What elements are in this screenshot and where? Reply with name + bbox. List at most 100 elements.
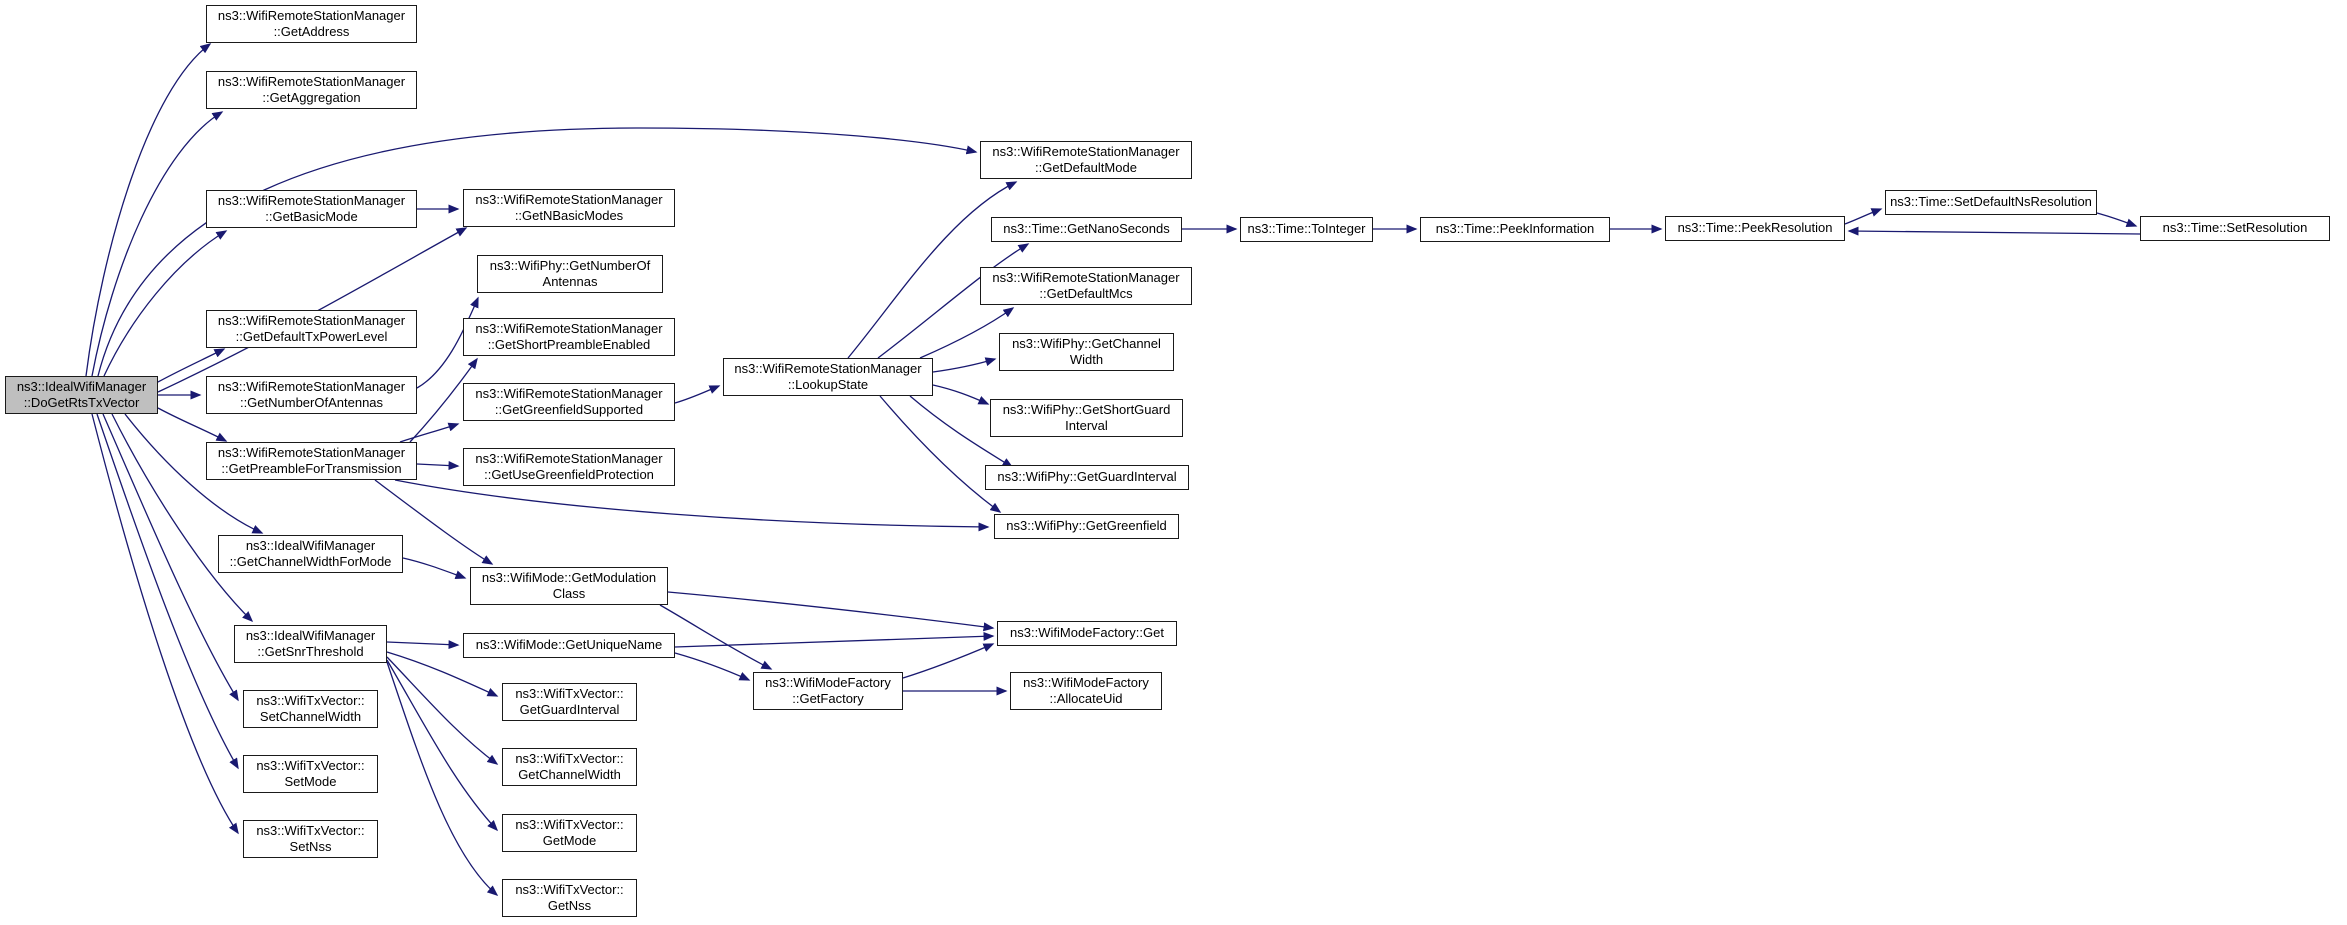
node-label-line: ns3::WifiRemoteStationManager: [475, 385, 663, 401]
node-label-line: Antennas: [542, 274, 598, 289]
node-get-greenfield-supported[interactable]: ns3::WifiRemoteStationManager::GetGreenf…: [463, 383, 675, 421]
node-label-line: ns3::WifiMode::GetModulation: [481, 569, 657, 585]
node-label-line: ::GetSnrThreshold: [257, 644, 364, 659]
edge-get-snr-threshold-to-get-unique-name: [386, 640, 460, 650]
node-label-line: ns3::WifiRemoteStationManager: [734, 360, 922, 376]
node-time-get-nano-seconds[interactable]: ns3::Time::GetNanoSeconds: [991, 217, 1182, 242]
node-set-mode[interactable]: ns3::WifiTxVector::SetMode: [243, 755, 378, 793]
node-label-line: ns3::Time::PeekResolution: [1677, 220, 1833, 236]
node-allocate-uid[interactable]: ns3::WifiModeFactory::AllocateUid: [1010, 672, 1162, 710]
node-get-factory[interactable]: ns3::WifiModeFactory::GetFactory: [753, 672, 903, 710]
edge-get-unique-name-to-factory-get: [674, 631, 995, 648]
node-get-number-of-antennas[interactable]: ns3::WifiRemoteStationManager::GetNumber…: [206, 376, 417, 414]
node-label-line: Width: [1069, 352, 1104, 367]
node-label-line: ::GetDefaultMode: [1035, 160, 1137, 175]
node-get-default-mcs[interactable]: ns3::WifiRemoteStationManager::GetDefaul…: [980, 267, 1192, 305]
node-label-line: ::GetAggregation: [262, 90, 361, 105]
edge-get-preamble-for-transmission-to-phy-get-greenfield: [394, 479, 990, 532]
node-time-to-integer[interactable]: ns3::Time::ToInteger: [1240, 217, 1373, 242]
node-phy-get-guard-interval[interactable]: ns3::WifiPhy::GetGuardInterval: [985, 465, 1189, 490]
node-phy-get-greenfield[interactable]: ns3::WifiPhy::GetGreenfield: [994, 514, 1179, 539]
edge-time-set-resolution-to-time-peek-resolution: [1847, 226, 2141, 236]
edge-do-get-rts-tx-vector-to-get-aggregation: [91, 111, 224, 377]
node-time-set-default-ns-resolution[interactable]: ns3::Time::SetDefaultNsResolution: [1885, 190, 2097, 215]
node-do-get-rts-tx-vector[interactable]: ns3::IdealWifiManager::DoGetRtsTxVector: [5, 376, 158, 414]
node-label-line: ns3::WifiPhy::GetNumberOf: [489, 257, 651, 273]
node-label-line: SetNss: [289, 839, 332, 854]
node-set-channel-width[interactable]: ns3::WifiTxVector::SetChannelWidth: [243, 690, 378, 728]
node-label-line: ::GetShortPreambleEnabled: [487, 337, 651, 352]
edge-lookup-state-to-phy-get-short-guard-interval: [932, 384, 990, 405]
node-label-line: ::GetNumberOfAntennas: [239, 395, 384, 410]
node-get-default-mode[interactable]: ns3::WifiRemoteStationManager::GetDefaul…: [980, 141, 1192, 179]
node-label-line: ::AllocateUid: [1049, 691, 1123, 706]
node-lookup-state[interactable]: ns3::WifiRemoteStationManager::LookupSta…: [723, 358, 933, 396]
node-get-snr-threshold[interactable]: ns3::IdealWifiManager::GetSnrThreshold: [234, 625, 387, 663]
node-set-nss[interactable]: ns3::WifiTxVector::SetNss: [243, 820, 378, 858]
node-label-line: ns3::WifiMode::GetUniqueName: [475, 637, 663, 653]
node-get-n-basic-modes[interactable]: ns3::WifiRemoteStationManager::GetNBasic…: [463, 189, 675, 227]
node-label-line: ns3::WifiRemoteStationManager: [217, 312, 406, 328]
node-label-line: SetMode: [284, 774, 337, 789]
node-label-line: Interval: [1065, 418, 1108, 433]
node-label-line: ns3::WifiRemoteStationManager: [217, 444, 406, 460]
node-label-line: ::GetUseGreenfieldProtection: [484, 467, 654, 482]
node-label-line: ns3::WifiModeFactory: [765, 674, 891, 690]
node-get-default-tx-power-level[interactable]: ns3::WifiRemoteStationManager::GetDefaul…: [206, 310, 417, 348]
edge-lookup-state-to-phy-get-greenfield: [879, 395, 1002, 513]
node-time-peek-resolution[interactable]: ns3::Time::PeekResolution: [1665, 216, 1845, 241]
node-label-line: ns3::WifiModeFactory: [1023, 674, 1149, 690]
edge-get-preamble-for-transmission-to-get-greenfield-supported: [399, 422, 460, 443]
node-get-address[interactable]: ns3::WifiRemoteStationManager::GetAddres…: [206, 5, 417, 43]
node-time-set-resolution[interactable]: ns3::Time::SetResolution: [2140, 216, 2330, 241]
node-label-line: GetGuardInterval: [519, 702, 620, 717]
edge-lookup-state-to-phy-get-channel-width: [932, 357, 997, 373]
node-factory-get[interactable]: ns3::WifiModeFactory::Get: [997, 621, 1177, 646]
node-label-line: Class: [552, 586, 586, 601]
node-label-line: ns3::WifiTxVector::: [515, 816, 624, 832]
node-get-preamble-for-transmission[interactable]: ns3::WifiRemoteStationManager::GetPreamb…: [206, 442, 417, 480]
edge-do-get-rts-tx-vector-to-get-basic-mode: [103, 230, 228, 377]
node-tx-get-guard-interval[interactable]: ns3::WifiTxVector::GetGuardInterval: [502, 683, 637, 721]
node-label-line: SetChannelWidth: [259, 709, 362, 724]
node-tx-get-mode[interactable]: ns3::WifiTxVector::GetMode: [502, 814, 637, 852]
node-label-line: ns3::IdealWifiManager: [245, 627, 376, 643]
node-label-line: ns3::WifiRemoteStationManager: [992, 143, 1180, 159]
node-label-line: ns3::WifiRemoteStationManager: [475, 320, 663, 336]
edge-time-peek-resolution-to-time-set-default-ns-resolution: [1844, 208, 1883, 225]
node-label-line: ::GetNBasicModes: [514, 208, 624, 223]
edge-get-channel-width-for-mode-to-get-modulation-class: [402, 557, 467, 579]
node-label-line: ns3::WifiTxVector::: [256, 822, 365, 838]
node-label-line: ns3::IdealWifiManager: [245, 537, 376, 553]
node-label-line: ns3::WifiPhy::GetGuardInterval: [997, 469, 1177, 485]
node-label-line: ns3::WifiRemoteStationManager: [992, 269, 1180, 285]
node-tx-get-nss[interactable]: ns3::WifiTxVector::GetNss: [502, 879, 637, 917]
node-get-short-preamble-enabled[interactable]: ns3::WifiRemoteStationManager::GetShortP…: [463, 318, 675, 356]
node-time-peek-information[interactable]: ns3::Time::PeekInformation: [1420, 217, 1610, 242]
node-label-line: ::GetPreambleForTransmission: [221, 461, 402, 476]
edge-do-get-rts-tx-vector-to-get-address: [85, 43, 212, 377]
node-label-line: ns3::WifiPhy::GetGreenfield: [1006, 518, 1167, 534]
node-get-channel-width-for-mode[interactable]: ns3::IdealWifiManager::GetChannelWidthFo…: [218, 535, 403, 573]
node-label-line: ns3::Time::GetNanoSeconds: [1003, 221, 1170, 237]
edge-get-snr-threshold-to-tx-get-guard-interval: [386, 651, 499, 697]
node-label-line: GetNss: [547, 898, 592, 913]
node-get-unique-name[interactable]: ns3::WifiMode::GetUniqueName: [463, 633, 675, 658]
node-get-aggregation[interactable]: ns3::WifiRemoteStationManager::GetAggreg…: [206, 71, 417, 109]
node-label-line: ns3::Time::SetDefaultNsResolution: [1890, 194, 2092, 210]
node-get-basic-mode[interactable]: ns3::WifiRemoteStationManager::GetBasicM…: [206, 190, 417, 228]
node-tx-get-channel-width[interactable]: ns3::WifiTxVector::GetChannelWidth: [502, 748, 637, 786]
edge-get-snr-threshold-to-tx-get-nss: [386, 661, 499, 896]
edge-get-snr-threshold-to-tx-get-mode: [386, 659, 499, 832]
edge-get-snr-threshold-to-tx-get-channel-width: [386, 656, 499, 765]
edge-get-modulation-class-to-factory-get: [667, 591, 995, 632]
node-label-line: ns3::WifiTxVector::: [256, 692, 365, 708]
node-label-line: ns3::WifiRemoteStationManager: [217, 7, 406, 23]
node-get-use-greenfield-protection[interactable]: ns3::WifiRemoteStationManager::GetUseGre…: [463, 448, 675, 486]
edge-get-factory-to-factory-get: [902, 643, 995, 679]
